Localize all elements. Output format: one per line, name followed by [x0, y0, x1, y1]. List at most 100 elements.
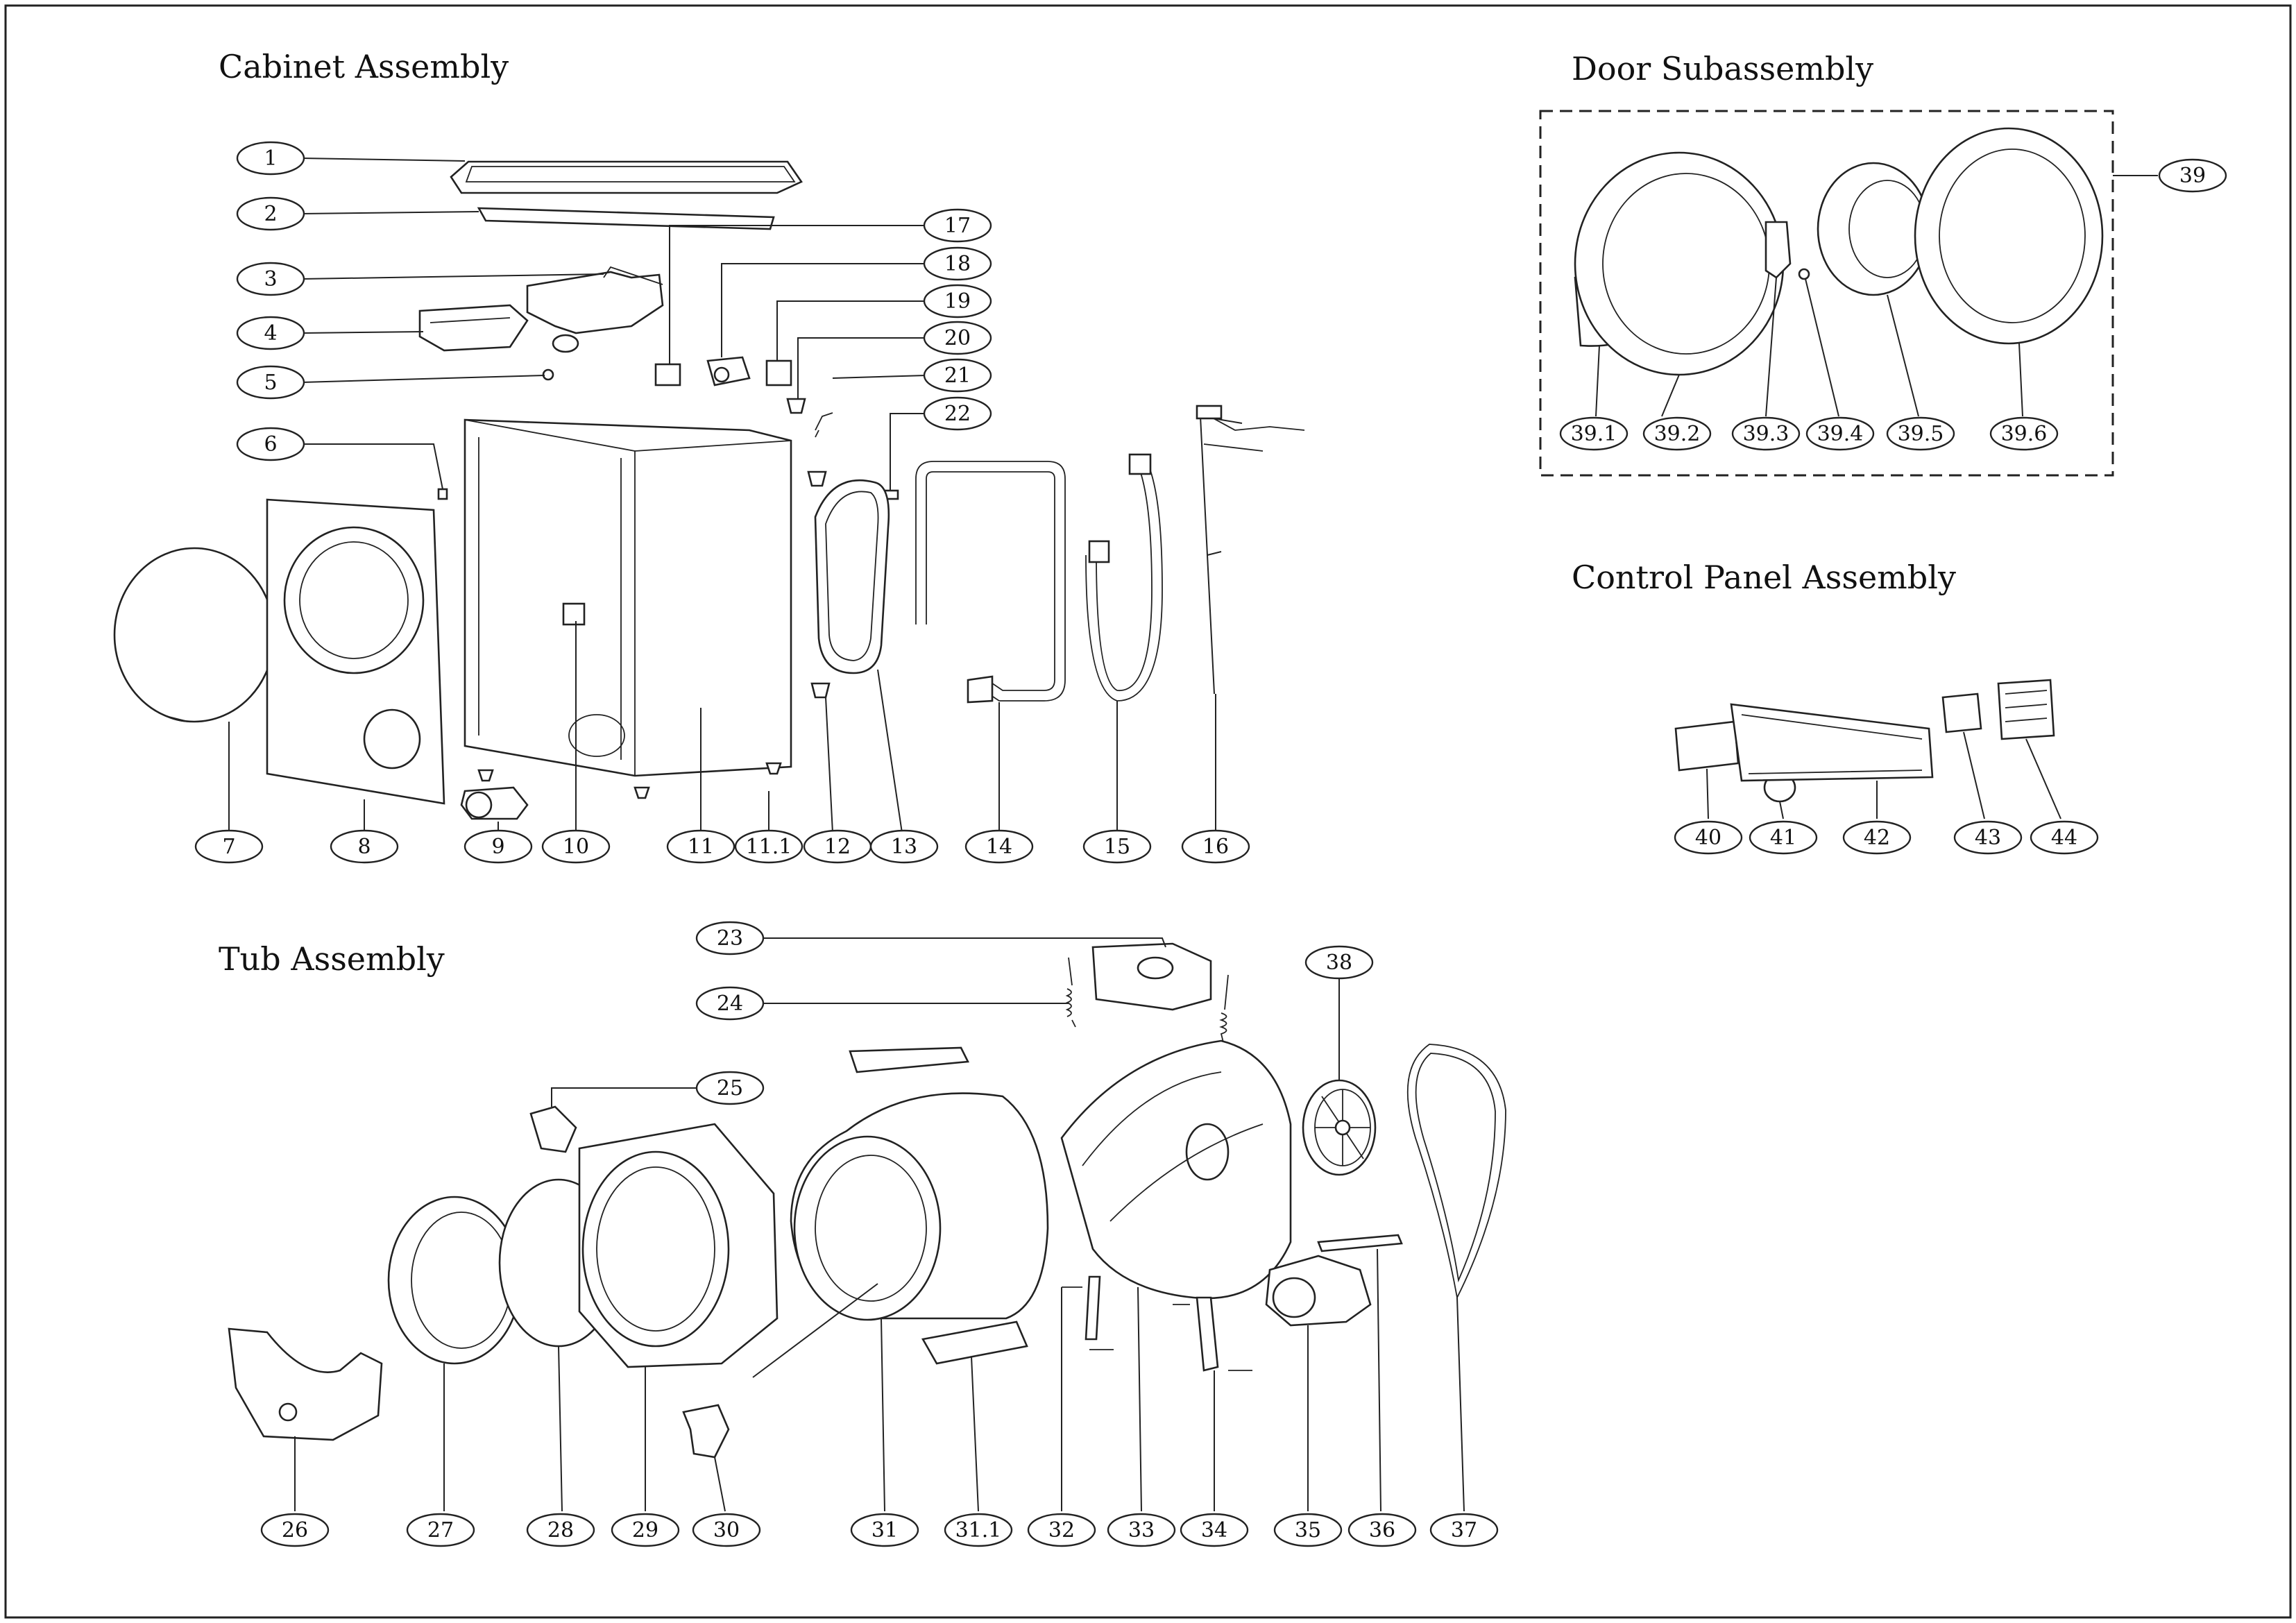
callout-39-3: 39.3 — [1731, 416, 1801, 451]
door-glass-part — [1817, 162, 1930, 296]
callout-5: 5 — [236, 365, 305, 400]
door-subassembly-box — [1539, 110, 2114, 477]
callout-25: 25 — [695, 1071, 765, 1105]
callout-31: 31 — [850, 1513, 919, 1547]
callout-39-1: 39.1 — [1559, 416, 1629, 451]
callout-31-1: 31.1 — [944, 1513, 1013, 1547]
control-panel-part — [1730, 703, 1934, 782]
callout-11-1: 11.1 — [734, 829, 803, 864]
svg-text:43: 43 — [1975, 826, 2001, 850]
svg-text:39.1: 39.1 — [1571, 422, 1617, 446]
svg-text:33: 33 — [1128, 1518, 1155, 1543]
control-panel-assembly-title: Control Panel Assembly — [1572, 559, 1956, 596]
callout-17: 17 — [923, 208, 992, 243]
hose-connector-part — [815, 412, 833, 438]
pressure-switch-part — [765, 359, 792, 386]
svg-text:28: 28 — [547, 1518, 574, 1543]
callout-39-6: 39.6 — [1989, 416, 2059, 451]
svg-text:27: 27 — [427, 1518, 454, 1543]
callout-39-5: 39.5 — [1886, 416, 1955, 451]
svg-text:11.1: 11.1 — [746, 835, 792, 859]
bolt-part — [1062, 1286, 1114, 1350]
svg-text:10: 10 — [563, 835, 589, 859]
dispenser-housing-part — [526, 271, 664, 334]
callout-41: 41 — [1749, 820, 1818, 855]
callout-30: 30 — [692, 1513, 761, 1547]
wire-clip-part — [786, 398, 806, 414]
callout-bubbles: 1 2 3 4 5 6 7 8 9 10 11 11.1 12 13 14 15… — [194, 141, 2227, 1547]
callout-27: 27 — [406, 1513, 475, 1547]
svg-text:3: 3 — [264, 267, 277, 291]
svg-text:1: 1 — [264, 146, 277, 171]
callout-43: 43 — [1953, 820, 2023, 855]
callout-15: 15 — [1082, 829, 1152, 864]
svg-text:26: 26 — [282, 1518, 308, 1543]
cabinet-assembly-title: Cabinet Assembly — [219, 48, 509, 85]
control-housing-part — [1674, 720, 1740, 772]
svg-text:4: 4 — [264, 321, 277, 346]
callout-10: 10 — [541, 829, 611, 864]
internal-module-part — [562, 602, 586, 626]
drawing-frame — [4, 4, 2292, 1619]
svg-text:34: 34 — [1201, 1518, 1227, 1543]
door-disc-part — [113, 547, 275, 723]
drain-hose-part — [915, 461, 1066, 702]
drum-lifter-part — [921, 1320, 1028, 1365]
dispenser-drawer-part — [418, 304, 529, 352]
main-pcb-part — [1997, 679, 2055, 740]
svg-text:22: 22 — [944, 402, 971, 426]
callout-29: 29 — [611, 1513, 680, 1547]
top-cover-part — [450, 160, 803, 194]
callout-28: 28 — [526, 1513, 595, 1547]
callout-1: 1 — [236, 141, 305, 176]
callout-6: 6 — [236, 427, 305, 461]
svg-text:24: 24 — [717, 992, 743, 1016]
svg-text:30: 30 — [713, 1518, 740, 1543]
svg-text:44: 44 — [2051, 826, 2077, 850]
svg-text:31: 31 — [871, 1518, 898, 1543]
callout-39-2: 39.2 — [1642, 416, 1712, 451]
callout-21: 21 — [923, 358, 992, 393]
svg-text:14: 14 — [986, 835, 1012, 859]
callout-34: 34 — [1180, 1513, 1249, 1547]
clip-part — [437, 488, 448, 500]
svg-text:9: 9 — [491, 835, 504, 859]
svg-text:7: 7 — [222, 835, 235, 859]
callout-2: 2 — [236, 196, 305, 231]
callout-13: 13 — [869, 829, 939, 864]
wire-harness-part — [1200, 416, 1243, 695]
callout-8: 8 — [330, 829, 399, 864]
svg-text:21: 21 — [944, 364, 971, 388]
svg-text:31.1: 31.1 — [955, 1518, 1002, 1543]
callout-19: 19 — [923, 284, 992, 318]
svg-text:8: 8 — [357, 835, 371, 859]
callout-9: 9 — [464, 829, 533, 864]
drive-belt-part — [1406, 1044, 1506, 1300]
control-panel-parts — [1674, 679, 2055, 803]
svg-text:39: 39 — [2179, 164, 2206, 188]
callout-37: 37 — [1429, 1513, 1499, 1547]
valve-part — [654, 363, 681, 386]
svg-text:19: 19 — [944, 289, 971, 314]
svg-text:20: 20 — [944, 326, 971, 350]
drain-elbow-part — [682, 1404, 730, 1459]
svg-text:40: 40 — [1695, 826, 1721, 850]
svg-text:5: 5 — [264, 371, 277, 395]
svg-text:17: 17 — [944, 214, 971, 238]
heater-part — [1317, 1234, 1403, 1252]
callout-4: 4 — [236, 316, 305, 350]
callout-36: 36 — [1347, 1513, 1417, 1547]
svg-text:39.2: 39.2 — [1654, 422, 1701, 446]
svg-text:23: 23 — [717, 926, 743, 951]
door-gasket-loop-part — [814, 479, 890, 674]
svg-text:42: 42 — [1864, 826, 1890, 850]
svg-text:39.3: 39.3 — [1743, 422, 1789, 446]
callout-26: 26 — [260, 1513, 330, 1547]
svg-text:15: 15 — [1104, 835, 1130, 859]
callout-20: 20 — [923, 321, 992, 355]
svg-text:16: 16 — [1202, 835, 1229, 859]
callout-12: 12 — [803, 829, 872, 864]
callout-7: 7 — [194, 829, 264, 864]
svg-text:32: 32 — [1048, 1518, 1075, 1543]
